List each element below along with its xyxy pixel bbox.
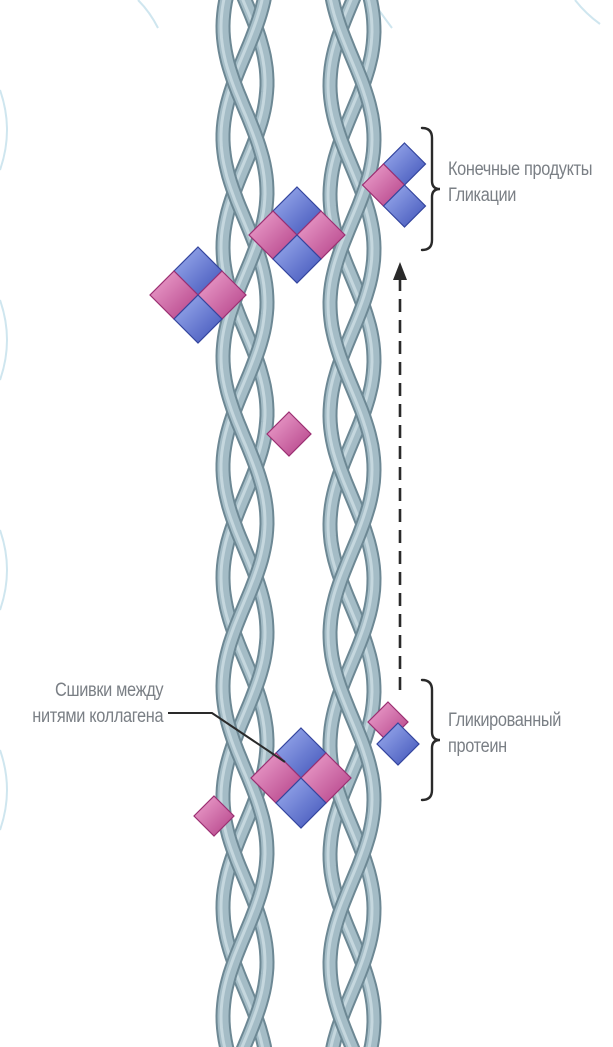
- glycated-protein-label-line1: Гликированный: [448, 710, 561, 731]
- arrow-head: [393, 262, 407, 280]
- side-arc: [0, 750, 7, 830]
- end-products-label-line2: Гликации: [448, 185, 516, 206]
- side-arc: [138, 0, 158, 28]
- end-products-label-line1: Конечные продукты: [448, 159, 592, 180]
- collagen-fibers: [221, 0, 374, 1047]
- side-arc: [575, 0, 600, 24]
- crosslinks-label-line1: Сшивки между: [55, 680, 163, 701]
- side-arc: [0, 300, 7, 380]
- side-arc: [0, 530, 7, 610]
- side-arc: [0, 90, 7, 170]
- end-products-bracket: [422, 128, 440, 250]
- glycated-protein-bracket: [422, 680, 440, 800]
- glycated-protein-label-line2: протеин: [448, 736, 507, 757]
- crosslinks-label-line2: нитями коллагена: [32, 706, 163, 727]
- glycation-markers: [150, 143, 426, 836]
